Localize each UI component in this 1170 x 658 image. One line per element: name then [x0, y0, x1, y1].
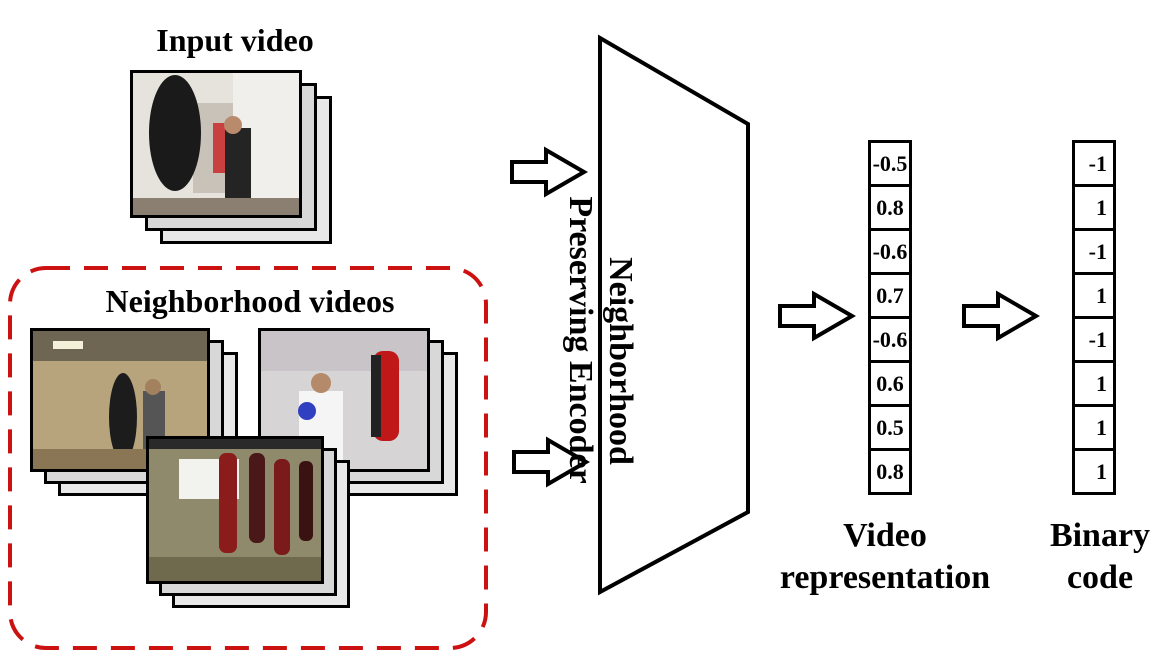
video-representation-label-line2: representation — [779, 559, 991, 596]
representation-value-cell: 0.8 — [868, 184, 912, 231]
encoder-label-line1: Neighborhood — [602, 257, 639, 465]
encoder-label-line2: Preserving Encoder — [562, 196, 599, 484]
binary-code-label-line2: code — [1066, 559, 1134, 596]
representation-value-cell: 0.7 — [868, 272, 912, 319]
binary-code-cell: -1 — [1072, 316, 1116, 363]
input-video-thumbnail — [130, 70, 302, 218]
arrow-encoder-to-representation — [778, 290, 856, 342]
neighbor-video-thumbnail-3 — [146, 436, 324, 584]
representation-value-cell: -0.6 — [868, 228, 912, 275]
binary-code-label: Binary code — [1030, 515, 1170, 599]
input-video-title: Input video — [156, 22, 314, 58]
representation-value-cell: 0.8 — [868, 448, 912, 495]
neighborhood-videos-title: Neighborhood videos — [105, 283, 395, 319]
representation-value-cell: -0.6 — [868, 316, 912, 363]
arrow-neighbors-to-encoder — [512, 436, 590, 488]
arrow-representation-to-binary — [962, 290, 1040, 342]
binary-code-label-line1: Binary — [1049, 517, 1151, 554]
binary-code-cell: 1 — [1072, 272, 1116, 319]
binary-code-cell: 1 — [1072, 448, 1116, 495]
arrow-input-to-encoder — [510, 146, 588, 198]
binary-code-cell: -1 — [1072, 140, 1116, 187]
binary-code-cell: 1 — [1072, 404, 1116, 451]
binary-code-cell: 1 — [1072, 360, 1116, 407]
neighborhood-dashed-box — [8, 266, 488, 650]
representation-value-cell: -0.5 — [868, 140, 912, 187]
binary-code-cell: 1 — [1072, 184, 1116, 231]
representation-value-cell: 0.5 — [868, 404, 912, 451]
binary-code-cell: -1 — [1072, 228, 1116, 275]
video-representation-label-line1: Video — [843, 517, 927, 554]
representation-value-cell: 0.6 — [868, 360, 912, 407]
video-representation-label: Video representation — [740, 515, 1030, 599]
encoder-trapezoid — [598, 34, 750, 596]
